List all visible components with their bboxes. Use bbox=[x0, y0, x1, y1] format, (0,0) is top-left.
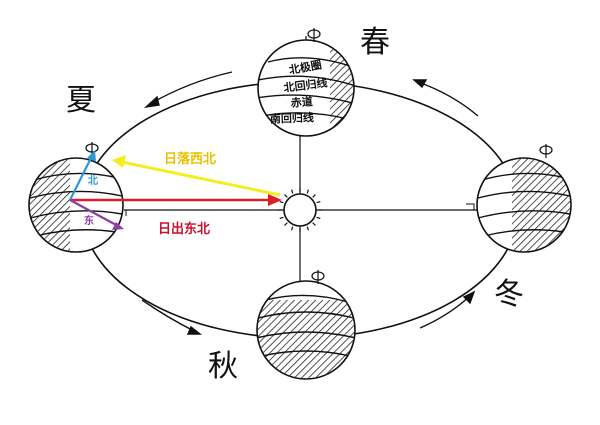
sunset-label: 日落西北 bbox=[164, 151, 216, 167]
right-tick bbox=[466, 203, 475, 210]
spring-globe bbox=[257, 36, 355, 137]
tropic-capricorn-label: 南回归线 bbox=[270, 110, 314, 126]
sunrise-label: 日出东北 bbox=[158, 221, 210, 237]
season-summer: 夏 bbox=[66, 83, 96, 118]
tropic-cancer-label: 北回归线 bbox=[283, 75, 328, 94]
north-label: 北 bbox=[88, 174, 98, 187]
summer-globe bbox=[28, 157, 124, 253]
rotation-arrow-icon bbox=[307, 28, 321, 42]
north-arrow bbox=[69, 150, 96, 201]
sunrise-arrow bbox=[70, 194, 282, 206]
rotation-arrow-icon bbox=[539, 144, 553, 158]
season-autumn: 秋 bbox=[208, 349, 238, 384]
winter-globe bbox=[476, 157, 572, 253]
east-label: 东 bbox=[84, 214, 94, 227]
season-spring: 春 bbox=[360, 25, 390, 60]
left-tick bbox=[125, 209, 134, 216]
sun-icon bbox=[278, 188, 322, 232]
equator-label: 赤道 bbox=[290, 94, 313, 110]
east-arrow bbox=[69, 199, 124, 230]
sunset-arrow bbox=[112, 155, 281, 197]
orbit-direction-arrows bbox=[141, 71, 479, 335]
arctic-circle-label: 北极圈 bbox=[288, 57, 323, 77]
autumn-globe bbox=[256, 280, 356, 380]
rotation-arrow-icon bbox=[311, 270, 325, 284]
season-winter: 冬 bbox=[494, 277, 524, 312]
